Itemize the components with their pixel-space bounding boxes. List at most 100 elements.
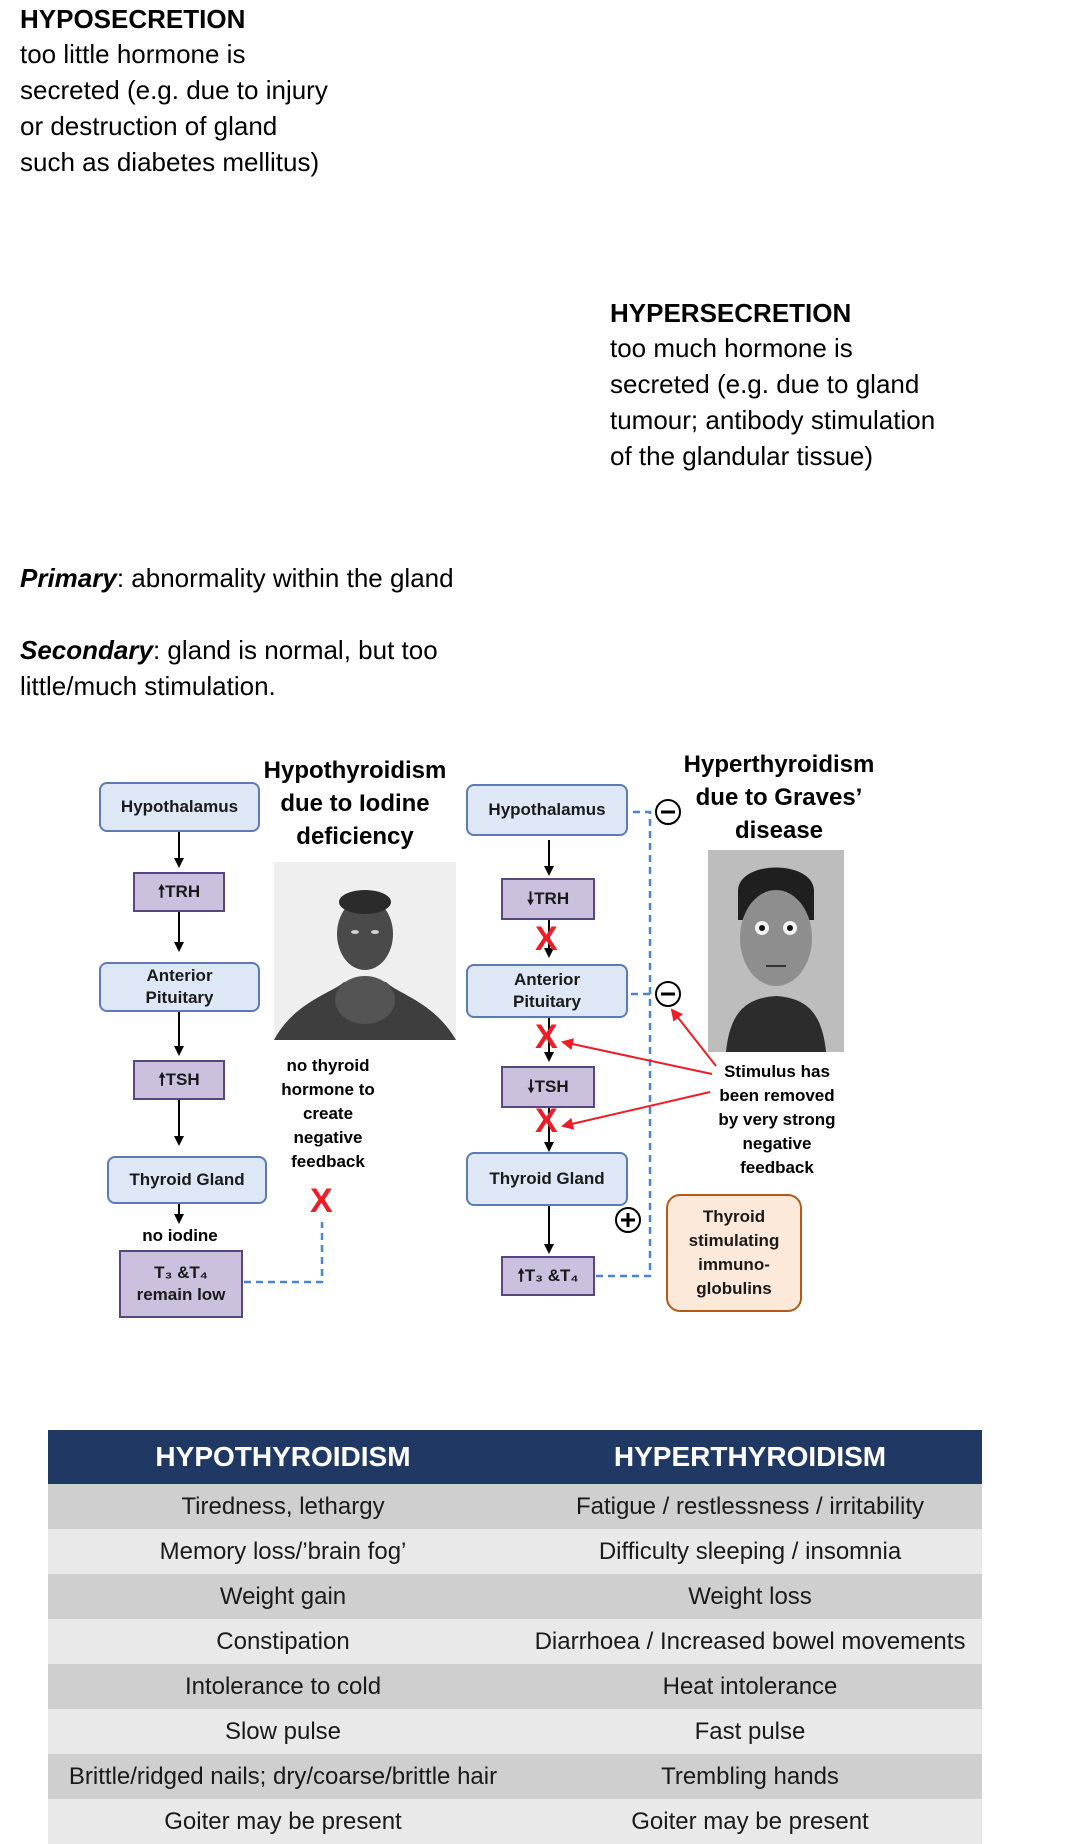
graves-patient-photo — [708, 850, 844, 1052]
hyper-note: Stimulus has been removed by very strong… — [706, 1060, 848, 1180]
hyper-pituitary-label: Pituitary — [512, 992, 582, 1011]
hyper-feedback-dashed — [596, 810, 652, 1278]
up-arrow-icon: 🠕 — [157, 882, 166, 901]
red-arrow-to-tsh-block — [561, 1038, 713, 1075]
red-arrow-to-thyroid-block — [561, 1091, 711, 1130]
table-cell: Goiter may be present — [48, 1799, 518, 1844]
hypersecretion-title: HYPERSECRETION — [610, 298, 852, 328]
hyper-tsh-label: TSH — [534, 1077, 569, 1096]
hyper-thyroid-box: Thyroid Gland — [466, 1152, 628, 1206]
hypo-diagram-title: Hypothyroidism due to Iodine deficiency — [250, 754, 460, 853]
hypo-thyroid-label: Thyroid Gland — [129, 1170, 245, 1189]
hyposecretion-line: or destruction of gland — [20, 111, 278, 141]
table-cell: Weight gain — [48, 1574, 518, 1619]
table-cell: Intolerance to cold — [48, 1664, 518, 1709]
table-cell: Heat intolerance — [518, 1664, 982, 1709]
primary-definition: Primary: abnormality within the gland — [20, 560, 620, 596]
hyper-trh-label: TRH — [534, 889, 570, 908]
minus-circle-icon — [655, 981, 681, 1007]
hyposecretion-title: HYPOSECRETION — [20, 4, 246, 34]
down-arrow-icon: 🠗 — [527, 1077, 535, 1096]
hyper-t3t4-box: 🠕T₃ &T₄ — [501, 1256, 595, 1296]
up-arrow-icon: 🠕 — [158, 1070, 166, 1089]
hypo-note-line: feedback — [291, 1152, 365, 1171]
hypo-hypothalamus-label: Hypothalamus — [120, 797, 239, 816]
table-cell: Goiter may be present — [518, 1799, 982, 1844]
hypo-pituitary-label: Pituitary — [145, 988, 214, 1007]
hypo-t3t4-label: T₃ &T₄ — [154, 1263, 208, 1282]
red-arrow-to-minus — [670, 1008, 717, 1067]
hypo-t3t4-label: remain low — [136, 1285, 226, 1304]
hypo-note-line: negative — [293, 1128, 363, 1147]
table-cell: Tiredness, lethargy — [48, 1484, 518, 1529]
hypo-title-line: deficiency — [296, 823, 414, 850]
hypo-block-mark: X — [310, 1182, 333, 1220]
hypo-pituitary-box: Anterior Pituitary — [99, 962, 260, 1012]
hyper-note-line: been removed — [719, 1086, 835, 1105]
goiter-patient-photo — [274, 862, 456, 1040]
table-row: Brittle/ridged nails; dry/coarse/brittle… — [48, 1754, 982, 1799]
hypo-note-line: create — [302, 1104, 354, 1123]
hypo-note-line: no thyroid — [286, 1056, 370, 1075]
hyposecretion-line: too little hormone is — [20, 39, 246, 69]
hyper-pituitary-box: Anterior Pituitary — [466, 964, 628, 1018]
table-cell: Slow pulse — [48, 1709, 518, 1754]
tsi-line: Thyroid — [702, 1207, 766, 1226]
hyper-t3t4-label: T₃ &T₄ — [524, 1266, 579, 1285]
hypersecretion-line: secreted (e.g. due to gland — [610, 369, 920, 399]
primary-text: : abnormality within the gland — [116, 563, 454, 593]
hypo-tsh-box: 🠕TSH — [133, 1060, 225, 1100]
hyper-note-line: by very strong — [718, 1110, 836, 1129]
hypo-hypothalamus-box: Hypothalamus — [99, 782, 260, 832]
hypo-t3t4-box: T₃ &T₄ remain low — [119, 1250, 243, 1318]
hyposecretion-block: HYPOSECRETION too little hormone is secr… — [20, 2, 420, 180]
hypo-note: no thyroid hormone to create negative fe… — [266, 1054, 390, 1174]
tsi-line: globulins — [696, 1279, 772, 1298]
hyper-block-mark: X — [535, 1102, 558, 1140]
tsi-line: immuno- — [698, 1255, 770, 1274]
hyper-thyroid-label: Thyroid Gland — [489, 1169, 605, 1188]
secondary-text: : gland is normal, but too — [152, 635, 438, 665]
hyposecretion-line: such as diabetes mellitus) — [20, 147, 320, 177]
hyper-hypothalamus-box: Hypothalamus — [466, 784, 628, 836]
hyper-hypothalamus-label: Hypothalamus — [488, 800, 606, 819]
symptoms-table: HYPOTHYROIDISM HYPERTHYROIDISM Tiredness… — [48, 1430, 982, 1844]
hyper-note-line: negative — [742, 1134, 812, 1153]
hypo-tsh-label: TSH — [165, 1070, 200, 1089]
header-hypothyroidism: HYPOTHYROIDISM — [48, 1430, 518, 1484]
table-row: Memory loss/’brain fog’Difficulty sleepi… — [48, 1529, 982, 1574]
hyper-note-line: feedback — [740, 1158, 814, 1177]
hypo-thyroid-box: Thyroid Gland — [107, 1156, 267, 1204]
tsi-box: Thyroid stimulating immuno- globulins — [666, 1194, 802, 1312]
hypo-title-line: due to Iodine — [280, 790, 430, 817]
hyper-note-line: Stimulus has — [724, 1062, 830, 1081]
hyper-title-line: Hyperthyroidism — [683, 751, 875, 778]
secondary-term: Secondary — [20, 635, 153, 665]
table-cell: Diarrhoea / Increased bowel movements — [518, 1619, 982, 1664]
table-cell: Fast pulse — [518, 1709, 982, 1754]
table-cell: Memory loss/’brain fog’ — [48, 1529, 518, 1574]
hypo-trh-label: TRH — [165, 882, 201, 901]
hyper-tsh-box: 🠗TSH — [501, 1066, 595, 1108]
hypo-feedback-dashed — [244, 1222, 324, 1284]
hyper-block-mark: X — [535, 920, 558, 958]
hypo-trh-box: 🠕TRH — [133, 872, 225, 912]
table-cell: Weight loss — [518, 1574, 982, 1619]
secondary-text-cont: little/much stimulation. — [20, 671, 276, 701]
hyper-title-line: disease — [734, 817, 824, 844]
table-cell: Trembling hands — [518, 1754, 982, 1799]
table-cell: Brittle/ridged nails; dry/coarse/brittle… — [48, 1754, 518, 1799]
plus-circle-icon — [615, 1207, 641, 1233]
hypersecretion-block: HYPERSECRETION too much hormone is secre… — [610, 296, 1030, 474]
hypo-title-line: Hypothyroidism — [263, 757, 447, 784]
hyper-trh-box: 🠗TRH — [501, 878, 595, 920]
hyper-block-mark: X — [535, 1018, 558, 1056]
hypersecretion-line: tumour; antibody stimulation — [610, 405, 936, 435]
table-cell: Fatigue / restlessness / irritability — [518, 1484, 982, 1529]
